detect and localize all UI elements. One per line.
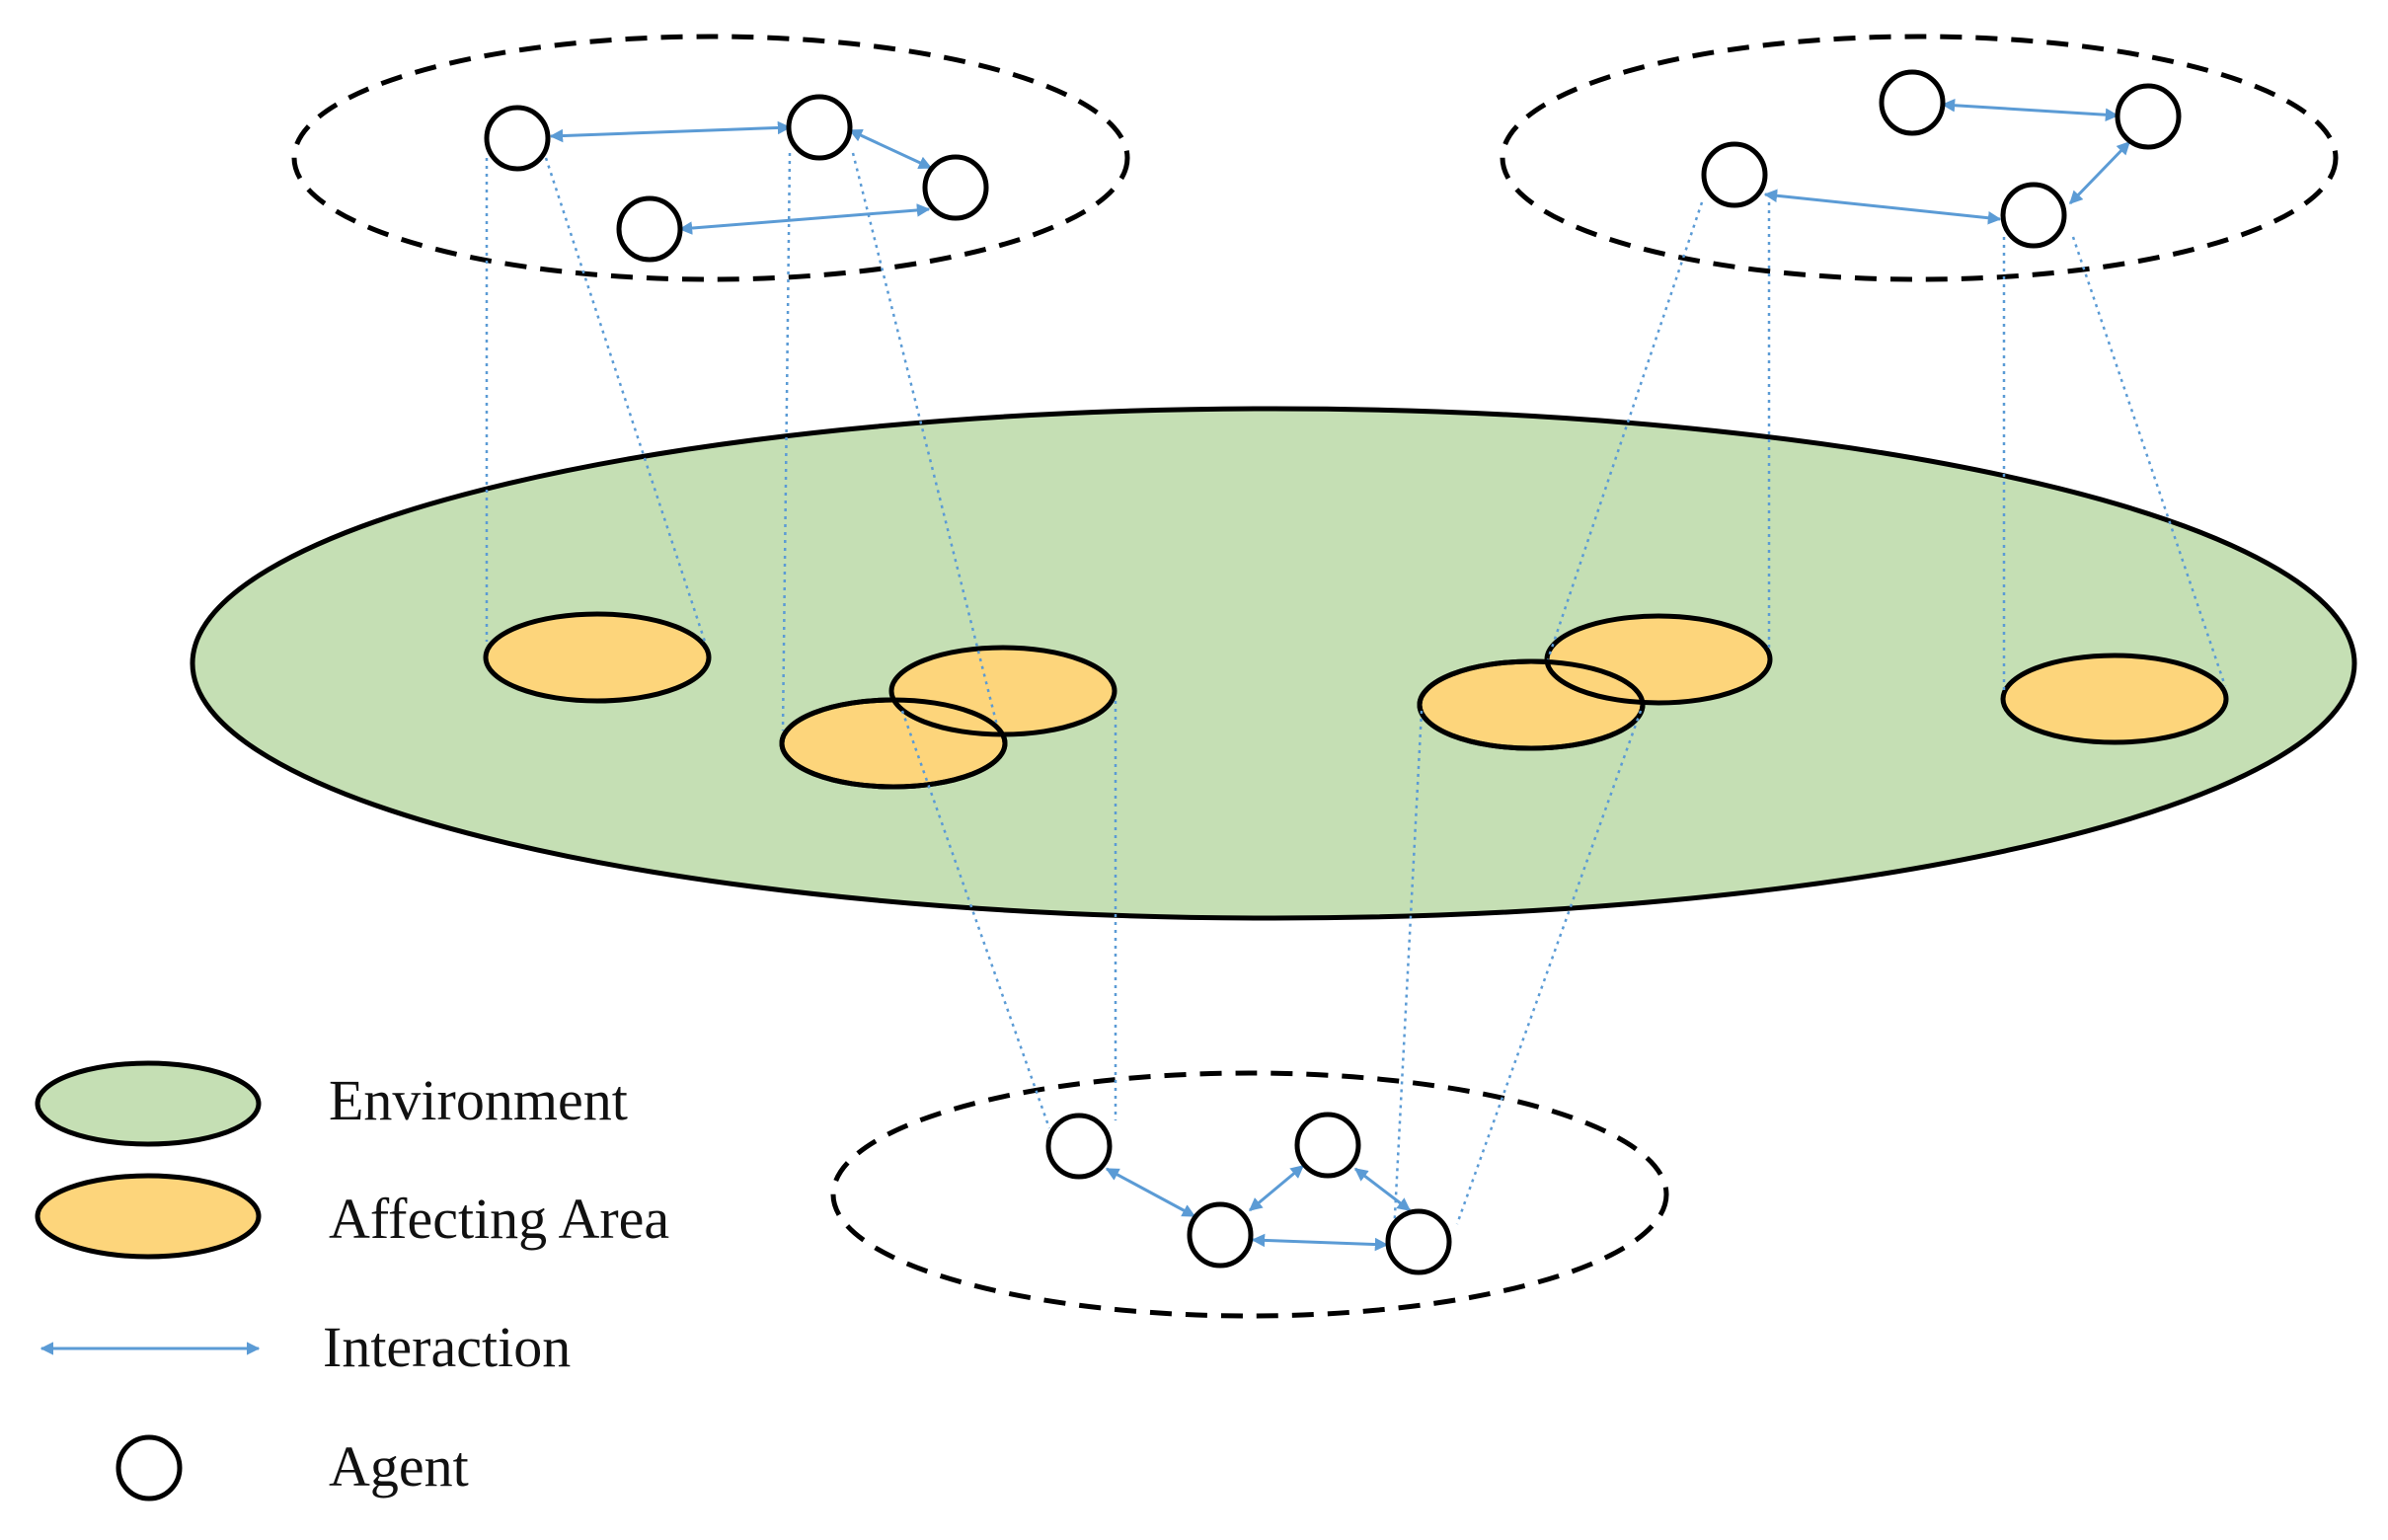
interaction-arrow [1105, 1167, 1196, 1218]
legend-affecting-area-icon [35, 1173, 262, 1260]
legend-affecting-area-label: Affecting Area [329, 1187, 669, 1251]
group-boundaries [291, 34, 2339, 1319]
group-boundary-bottom [830, 1070, 1669, 1319]
affecting-area [779, 697, 1008, 790]
affecting-area [1544, 613, 1773, 706]
agent [1045, 1113, 1113, 1180]
agent [922, 154, 989, 221]
projection-line [2071, 236, 2227, 687]
agent [1187, 1201, 1254, 1269]
projection-line [851, 152, 999, 727]
agent [616, 195, 683, 263]
projection-line [900, 710, 1051, 1129]
group-boundary-top-right [1500, 34, 2339, 282]
interaction-arrow [1941, 99, 2119, 121]
interaction-arrow [848, 128, 933, 170]
legend-agent-label: Agent [329, 1434, 469, 1499]
projection-line [781, 152, 792, 732]
affecting-area [483, 611, 712, 704]
interaction-arrow [1251, 1233, 1389, 1252]
affecting-areas [483, 611, 2229, 790]
legend-environment-label: Environment [329, 1068, 628, 1132]
interaction-arrow [678, 203, 931, 235]
agents [484, 69, 2182, 1275]
interaction-arrow [549, 120, 792, 143]
affecting-area-overlaps [779, 658, 1646, 790]
group-boundary-top-left [291, 34, 1130, 282]
interaction-arrow [1763, 189, 2002, 225]
interaction-arrow [1353, 1167, 1412, 1212]
projection-line [544, 157, 707, 643]
agent [786, 94, 853, 161]
legend-interaction-label: Interaction [323, 1315, 571, 1379]
affecting-area [1417, 658, 1646, 751]
legend: Environment Affecting Area Interaction A… [35, 1060, 669, 1502]
projection-line [1546, 201, 1704, 660]
legend-agent-icon [116, 1434, 183, 1502]
agent [2115, 83, 2182, 150]
interaction-arrow [2068, 140, 2131, 205]
interactions [549, 99, 2131, 1252]
projection-line [1392, 710, 1424, 1235]
agent [1879, 69, 1946, 136]
projection-lines [485, 152, 2227, 1235]
agent [1701, 141, 1768, 208]
agent [2000, 182, 2067, 249]
agent [1294, 1112, 1361, 1179]
agent [1385, 1208, 1452, 1275]
affecting-area [2000, 653, 2229, 745]
legend-environment-icon [35, 1060, 262, 1147]
environment-ellipse [190, 406, 2357, 921]
agent [484, 105, 551, 172]
affecting-area [888, 645, 1117, 737]
interaction-arrow [1248, 1164, 1305, 1212]
